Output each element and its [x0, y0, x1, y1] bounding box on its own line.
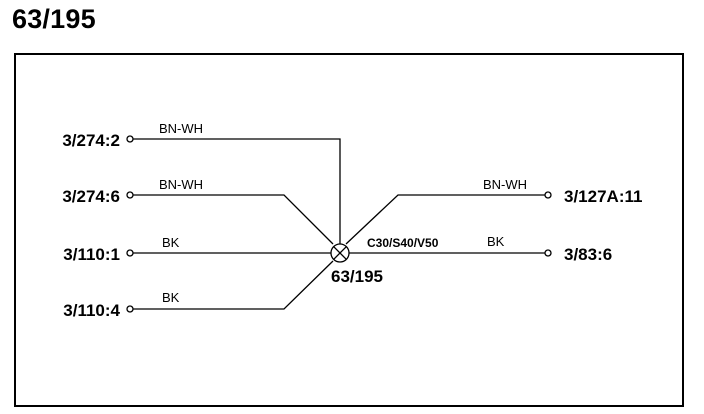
terminal-label-left-4: 3/110:4 — [63, 301, 120, 320]
terminal-label-left-1: 3/274:2 — [62, 131, 120, 150]
terminal-circle-left-1 — [126, 135, 134, 143]
wire-left-2 — [133, 194, 334, 245]
terminal-circle-left-3 — [126, 249, 134, 257]
terminal-circle-right-2 — [544, 249, 552, 257]
terminal-circle-left-4 — [126, 305, 134, 313]
splice-icon — [330, 243, 350, 263]
terminal-label-right-1: 3/127A:11 — [564, 187, 642, 206]
wire-color-right-1: BN-WH — [483, 177, 527, 192]
terminal-label-right-2: 3/83:6 — [564, 245, 612, 264]
wire-color-right-2: BK — [487, 234, 505, 249]
splice-variant-label: C30/S40/V50 — [367, 236, 439, 250]
wire-color-left-3: BK — [162, 235, 180, 250]
wire-left-4 — [133, 260, 334, 310]
splice-label: 63/195 — [331, 267, 383, 286]
diagram-frame — [14, 53, 684, 407]
terminal-circle-left-2 — [126, 191, 134, 199]
wire-color-left-4: BK — [162, 290, 180, 305]
wire-color-left-1: BN-WH — [159, 121, 203, 136]
wire-color-left-2: BN-WH — [159, 177, 203, 192]
wire-right-1 — [345, 194, 545, 245]
terminal-label-left-3: 3/110:1 — [63, 245, 120, 264]
page-title: 63/195 — [12, 4, 96, 34]
wire-left-1 — [133, 138, 341, 244]
terminal-label-left-2: 3/274:6 — [62, 187, 120, 206]
terminal-circle-right-1 — [544, 191, 552, 199]
